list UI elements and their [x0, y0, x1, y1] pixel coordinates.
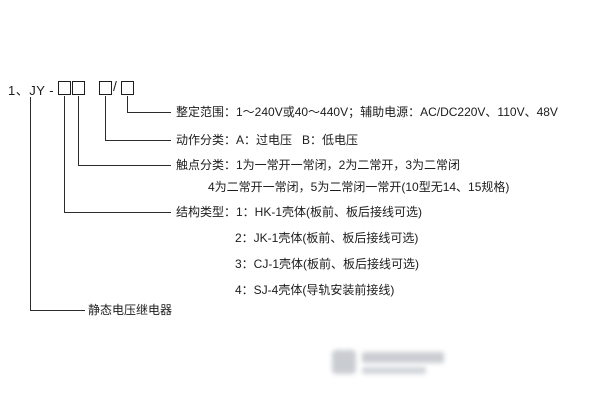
label-contact-class-line1: 触点分类：1为一常开一常闭，2为二常开，3为二常闭: [176, 158, 461, 172]
label-structure-type-line2: 2：JK-1壳体(板前、板后接线可选): [235, 231, 419, 245]
model-digit-box-range: [121, 81, 134, 95]
watermark-text-blur-bottom: [362, 367, 426, 374]
connector-setting-range-vertical: [127, 96, 128, 112]
watermark-text-blur-top: [362, 352, 444, 363]
label-action-class: 动作分类：A：过电压 B：低电压: [176, 133, 359, 147]
connector-action-class-horizontal: [105, 140, 171, 141]
connector-device-name-horizontal: [30, 310, 85, 311]
label-contact-class-line2: 4为二常开一常闭，5为二常闭一常开(10型无14、15规格): [208, 180, 510, 194]
connector-device-name-vertical: [30, 97, 31, 310]
connector-contact-class-horizontal: [78, 165, 171, 166]
label-setting-range: 整定范围：1～240V或40～440V；辅助电源：AC/DC220V、110V、…: [176, 105, 558, 119]
label-structure-type-line3: 3：CJ-1壳体(板前、板后接线可选): [235, 257, 420, 271]
label-device-name: 静态电压继电器: [88, 303, 173, 317]
connector-action-class-vertical: [105, 96, 106, 140]
model-digit-box-action: [99, 81, 112, 95]
connector-contact-class-vertical: [78, 96, 79, 165]
model-digit-box-contact: [72, 81, 85, 95]
connector-structure-type-vertical: [64, 96, 65, 212]
model-slash: /: [113, 78, 117, 94]
model-prefix: 1、JY -: [8, 83, 55, 98]
label-structure-type-line4: 4：SJ-4壳体(导轨安装前接线): [235, 283, 395, 297]
label-structure-type-line1: 结构类型：1：HK-1壳体(板前、板后接线可选): [176, 205, 423, 219]
model-digit-box-structure: [58, 81, 71, 95]
connector-setting-range-horizontal: [127, 112, 171, 113]
watermark: [332, 348, 450, 384]
connector-structure-type-horizontal: [64, 212, 171, 213]
watermark-logo-icon: [332, 350, 356, 374]
